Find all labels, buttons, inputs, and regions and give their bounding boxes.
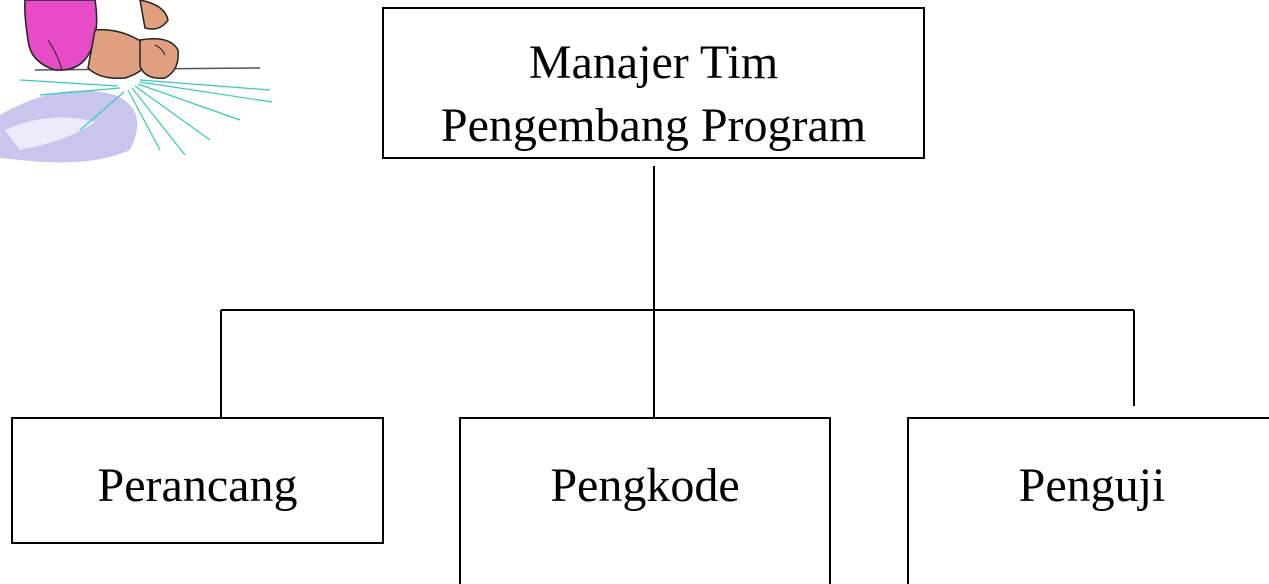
penguji-box: Penguji bbox=[907, 417, 1269, 584]
manager-title-line-2: Pengembang Program bbox=[440, 99, 867, 152]
manager-title-line-1: Manajer Tim bbox=[528, 36, 779, 89]
pengkode-box: Pengkode bbox=[459, 417, 831, 584]
motion-lines-icon bbox=[19, 79, 273, 156]
manager-box: Manajer Tim Pengembang Program bbox=[382, 7, 925, 159]
clipart-person-icon bbox=[0, 0, 273, 163]
perancang-box: Perancang bbox=[11, 417, 384, 544]
